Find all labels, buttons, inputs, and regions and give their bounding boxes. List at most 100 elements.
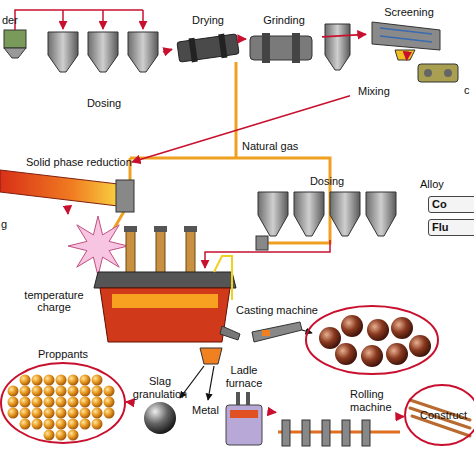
annotation-label: g bbox=[1, 218, 7, 231]
dosing-hopper bbox=[48, 32, 78, 72]
flow-connector bbox=[244, 38, 246, 40]
node-label: temperature charge bbox=[12, 289, 96, 314]
electric-furnace bbox=[100, 288, 230, 342]
proppant-ball bbox=[44, 375, 55, 386]
product-ellipse bbox=[306, 306, 438, 374]
proppant-ball bbox=[104, 408, 115, 419]
node-label: Drying bbox=[192, 14, 224, 27]
proppant-ball bbox=[20, 419, 31, 430]
electric-furnace bbox=[112, 294, 218, 308]
proppant-ball bbox=[92, 419, 103, 430]
pellet-ball bbox=[391, 317, 413, 339]
rolling-mill bbox=[342, 420, 350, 446]
pellet-ball bbox=[361, 345, 383, 367]
proppant-ball bbox=[80, 408, 91, 419]
flow-arrow bbox=[180, 330, 312, 400]
node-label: Slag granulation bbox=[130, 375, 190, 400]
proppant-ball bbox=[56, 408, 67, 419]
product-ellipse: Proppants bbox=[0, 348, 126, 444]
proppant-ball bbox=[68, 375, 79, 386]
electric-furnace bbox=[154, 226, 167, 232]
ladle-furnace-icon bbox=[226, 392, 262, 445]
gas-pipe bbox=[112, 62, 330, 243]
annotation-label: Metal bbox=[192, 404, 219, 417]
small-ladle bbox=[200, 348, 222, 364]
drying-drum bbox=[189, 38, 198, 63]
annotation-label: c bbox=[464, 84, 470, 97]
screening-machine bbox=[395, 50, 415, 60]
drying-drum bbox=[218, 34, 227, 59]
drying-drum bbox=[177, 32, 240, 64]
proppant-ball bbox=[44, 408, 55, 419]
alloy-feed-line bbox=[205, 240, 330, 268]
rolling-mill bbox=[282, 420, 290, 446]
node-label: Ladle furnace bbox=[219, 364, 269, 389]
proppant-ball bbox=[68, 430, 79, 441]
charge-burst: temperature charge bbox=[12, 214, 130, 314]
electric-furnace bbox=[156, 230, 165, 274]
flow-connector bbox=[163, 49, 172, 52]
electric-furnace bbox=[184, 226, 197, 232]
proppant-ball bbox=[32, 397, 43, 408]
proppant-ball bbox=[44, 397, 55, 408]
flow-connector bbox=[400, 416, 404, 418]
mixer bbox=[418, 64, 458, 82]
electric-furnace bbox=[94, 226, 268, 342]
rolling-mill bbox=[302, 420, 310, 446]
proppant-ball bbox=[68, 408, 79, 419]
mixer bbox=[418, 64, 458, 82]
drying-station: Drying bbox=[172, 14, 244, 64]
mixer bbox=[424, 69, 432, 77]
ladle-furnace-icon bbox=[230, 410, 258, 418]
flow-connector bbox=[67, 208, 69, 214]
dosing-hopper bbox=[258, 192, 396, 236]
proppant-ball bbox=[20, 386, 31, 397]
electric-furnace bbox=[214, 256, 232, 300]
screening-machine bbox=[380, 28, 432, 34]
ellipse-outline bbox=[405, 385, 474, 445]
proppant-ball bbox=[92, 375, 103, 386]
flow-connector bbox=[322, 34, 366, 36]
annotation-label: Alloy bbox=[420, 178, 444, 191]
proppant-ball bbox=[56, 419, 67, 430]
additive-box: Flu bbox=[428, 219, 474, 236]
alloy-feed-line bbox=[205, 240, 330, 268]
mixer bbox=[444, 69, 452, 77]
proppant-ball bbox=[8, 397, 19, 408]
electric-furnace bbox=[186, 230, 195, 274]
proppant-ball bbox=[32, 408, 43, 419]
product-ellipse bbox=[306, 306, 438, 374]
proppant-ball bbox=[56, 430, 67, 441]
additive-box: Co bbox=[428, 196, 474, 213]
dosing-hopper bbox=[258, 192, 288, 236]
node-label: Dosing bbox=[87, 97, 121, 110]
screening-machine bbox=[372, 22, 440, 50]
feed-line bbox=[15, 10, 143, 30]
rolling-mill bbox=[278, 420, 400, 446]
rolling-station: Rolling machine bbox=[276, 388, 400, 450]
gas-pipe bbox=[130, 158, 330, 243]
kiln-station: Solid phase reduction bbox=[0, 156, 132, 208]
node-label: Flu bbox=[432, 221, 449, 234]
pellet-ball bbox=[367, 319, 389, 341]
dosing-hopper bbox=[330, 192, 360, 236]
dosing-station: Dosing bbox=[252, 175, 402, 243]
proppant-ball bbox=[32, 375, 43, 386]
grinding-mill bbox=[250, 36, 312, 60]
charge-burst bbox=[68, 216, 128, 276]
ladle-furnace-icon bbox=[226, 405, 262, 445]
node-label: Casting machine bbox=[236, 304, 318, 317]
rotary-kiln bbox=[0, 170, 118, 206]
node-label: Mixing bbox=[358, 85, 390, 98]
node-label: Co bbox=[432, 198, 447, 211]
dosing-hopper bbox=[88, 32, 118, 72]
electric-furnace bbox=[126, 230, 135, 274]
feeder-icon bbox=[4, 48, 26, 58]
pellet-ball bbox=[409, 335, 431, 357]
drying-drum bbox=[177, 34, 239, 62]
steel-rod bbox=[410, 400, 470, 436]
rolling-mill bbox=[362, 420, 370, 446]
slag-sphere bbox=[144, 402, 176, 434]
casting-machine bbox=[252, 322, 302, 342]
